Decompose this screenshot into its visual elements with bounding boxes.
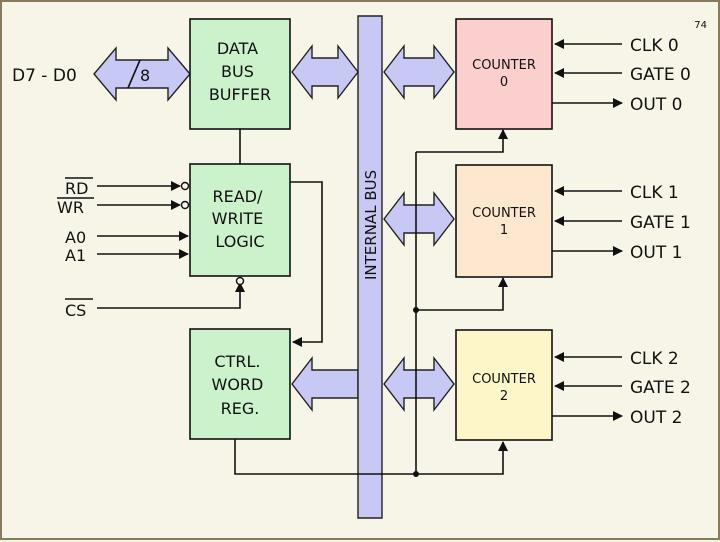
internal-bus-bar: [357, 15, 383, 519]
select-counter0-wire: [416, 132, 504, 153]
clk2-label: CLK 2: [630, 349, 679, 369]
select-counter1-wire: [416, 280, 504, 311]
out0-label: OUT 0: [630, 95, 682, 115]
counter0-title: COUNTER: [472, 58, 536, 73]
bus-width-label: 8: [140, 66, 150, 85]
select-counter2-wire: [416, 445, 504, 475]
a1-label: A1: [65, 246, 86, 265]
wr-bubble: [180, 200, 190, 210]
junction-dot-2: [413, 471, 419, 477]
cs-wire: [97, 286, 241, 309]
read-write-logic-block: [189, 163, 291, 277]
counter2-title: COUNTER: [472, 372, 536, 387]
counter2-block: [455, 329, 553, 441]
bus-to-ctrl-arrow: [291, 355, 359, 413]
control-word-register-block: [189, 328, 291, 440]
a0-label: A0: [65, 228, 86, 247]
counter1-index: 1: [500, 223, 508, 238]
counter1-block: [455, 164, 553, 278]
bus-to-counter2-arrow: [383, 355, 455, 413]
clk0-label: CLK 0: [630, 36, 679, 56]
data-bus-label: D7 - D0: [12, 66, 77, 86]
gate1-label: GATE 1: [630, 213, 691, 233]
junction-dot-1: [413, 307, 419, 313]
bus-to-counter0-arrow: [383, 43, 455, 101]
data-bus-buffer-block: [189, 18, 291, 130]
internal-bus-label: INTERNAL BUS: [362, 170, 380, 280]
rd-label: RD: [65, 179, 88, 198]
rd-bubble: [180, 181, 190, 191]
rw-to-ctrl-wire: [290, 181, 323, 343]
wr-label: WR: [57, 198, 84, 217]
cs-label: CS: [65, 301, 86, 320]
bus-width-slash: [127, 59, 141, 89]
bus-to-counter1-arrow: [383, 190, 455, 248]
clk1-label: CLK 1: [630, 183, 679, 203]
control-word-register-label: CTRL. WORD REG.: [212, 352, 269, 418]
slide-number: 74: [694, 20, 707, 31]
counter1-title: COUNTER: [472, 206, 536, 221]
out1-label: OUT 1: [630, 243, 682, 263]
counter2-index: 2: [500, 389, 508, 404]
out2-label: OUT 2: [630, 408, 682, 428]
ctrl-select-wire: [234, 439, 416, 475]
buffer-to-bus-arrow: [291, 43, 359, 101]
counter0-index: 0: [500, 75, 508, 90]
counter0-block: [455, 18, 553, 130]
gate2-label: GATE 2: [630, 378, 691, 398]
read-write-logic-label: READ/ WRITE LOGIC: [212, 187, 269, 251]
gate0-label: GATE 0: [630, 65, 691, 85]
cs-bubble: [235, 276, 245, 286]
data-bus-buffer-label: DATA BUS BUFFER: [209, 39, 271, 104]
